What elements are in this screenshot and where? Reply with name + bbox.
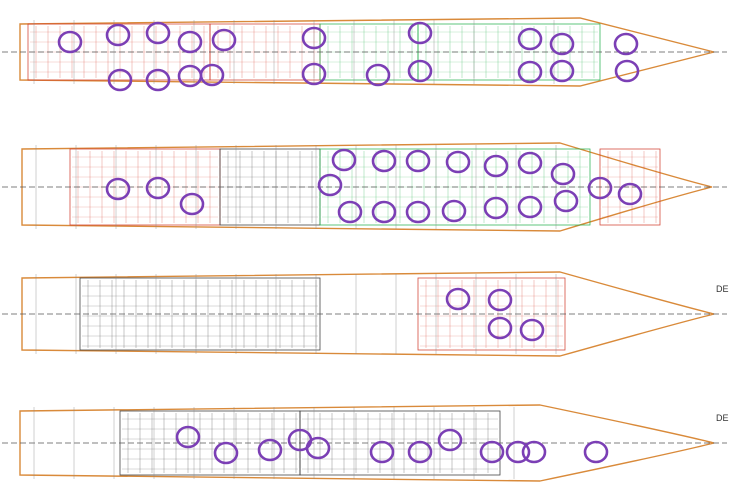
marker-circle: [337, 200, 363, 224]
marker-circle: [479, 440, 505, 464]
marker-circle: [549, 59, 575, 83]
marker-circle: [317, 173, 343, 197]
marker-circle: [441, 199, 467, 223]
deck-4: DECK: [2, 404, 729, 482]
marker-circle: [331, 148, 357, 172]
marker-circle: [553, 189, 579, 213]
marker-circle: [105, 23, 131, 47]
marker-circle: [145, 68, 171, 92]
marker-circle: [301, 62, 327, 86]
marker-circle: [213, 441, 239, 465]
marker-circle: [145, 21, 171, 45]
marker-circle: [177, 30, 203, 54]
marker-circle: [287, 428, 313, 452]
marker-circle: [105, 177, 131, 201]
decks-layer: DECK DECK: [2, 17, 729, 482]
marker-circle: [175, 425, 201, 449]
deck-2: [2, 142, 727, 232]
marker-circle: [505, 440, 531, 464]
deck-3: DECK: [2, 271, 729, 357]
marker-circle: [371, 200, 397, 224]
marker-circle: [445, 287, 471, 311]
marker-circle: [257, 438, 283, 462]
marker-circle: [211, 28, 237, 52]
marker-circle: [369, 440, 395, 464]
marker-circle: [371, 149, 397, 173]
marker-circle: [549, 32, 575, 56]
deck-label: DECK: [716, 284, 729, 294]
marker-circle: [617, 182, 643, 206]
marker-circle: [407, 59, 433, 83]
marker-circle: [521, 440, 547, 464]
marker-circle: [445, 150, 471, 174]
marker-circle: [517, 195, 543, 219]
deck-label: DECK: [716, 413, 729, 423]
marker-circle: [587, 176, 613, 200]
marker-circle: [405, 200, 431, 224]
marker-circle: [145, 176, 171, 200]
marker-circle: [483, 196, 509, 220]
marker-circle: [487, 316, 513, 340]
marker-circle: [517, 151, 543, 175]
marker-circle: [483, 154, 509, 178]
marker-circle: [407, 440, 433, 464]
marker-circle: [301, 26, 327, 50]
deck-1: [2, 17, 727, 92]
marker-circle: [179, 192, 205, 216]
marker-circle: [407, 21, 433, 45]
marker-circle: [550, 162, 576, 186]
marker-circle: [199, 63, 225, 87]
marker-circle: [517, 27, 543, 51]
marker-circle: [437, 428, 463, 452]
marker-circle: [365, 63, 391, 87]
marker-circle: [614, 59, 640, 83]
marker-circle: [487, 288, 513, 312]
marker-circle: [107, 68, 133, 92]
marker-circle: [405, 149, 431, 173]
marker-circle: [583, 440, 609, 464]
marker-circle: [57, 30, 83, 54]
marker-circle: [613, 32, 639, 56]
marker-circle: [519, 318, 545, 342]
marker-circle: [517, 60, 543, 84]
